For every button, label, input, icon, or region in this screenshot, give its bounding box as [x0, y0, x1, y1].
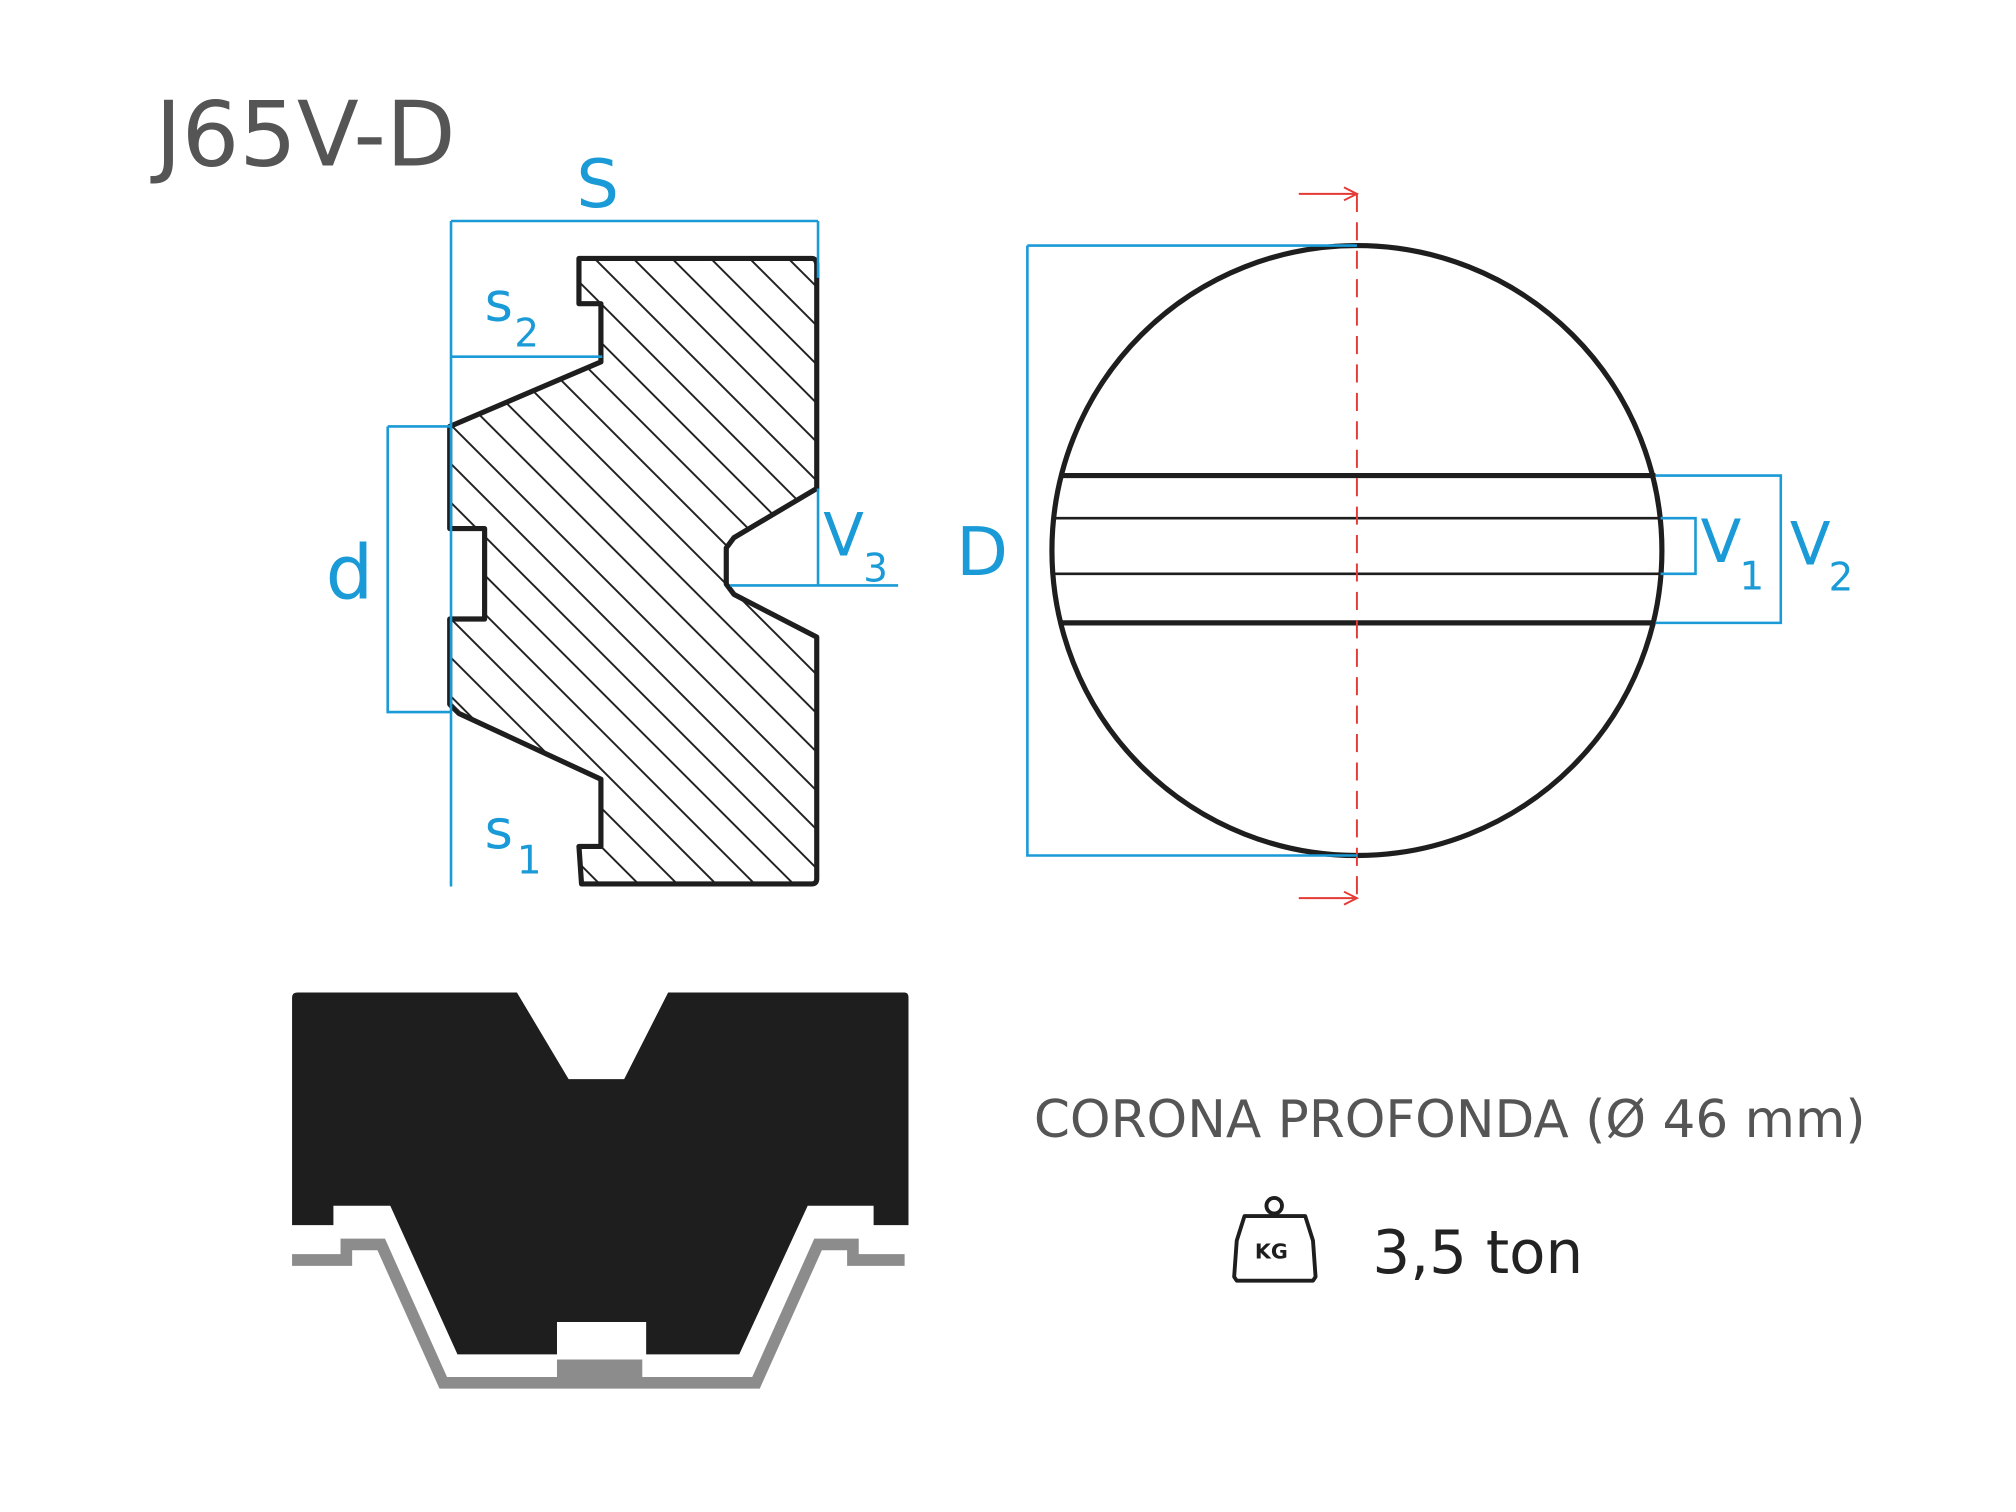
label-S: S — [576, 145, 619, 223]
hatch-line — [449, 258, 712, 884]
hatch-line — [449, 258, 817, 884]
capacity-value: 3,5 ton — [1372, 1219, 1583, 1288]
hatch-line — [1318, 246, 1990, 918]
label-V1-sub: 1 — [1739, 554, 1764, 599]
hatch-line — [503, 258, 817, 884]
label-d: d — [326, 528, 374, 616]
label-V1: V — [1701, 508, 1742, 577]
label-s1-sub: 1 — [517, 839, 542, 884]
hatch-line — [449, 258, 817, 884]
label-s1: s — [485, 798, 513, 861]
hatch-line — [449, 258, 817, 884]
weight-kg-icon: KG — [1232, 1196, 1318, 1283]
hatch-line — [1008, 246, 1680, 918]
hatch-line — [697, 258, 817, 884]
hatch-line — [449, 258, 817, 884]
hatch-line — [969, 246, 1641, 918]
hatch-line — [449, 258, 751, 884]
hatch-line — [853, 246, 1525, 918]
hatch-line — [1163, 246, 1835, 918]
hatch-line — [542, 258, 817, 884]
hatch-line — [813, 258, 817, 884]
assembly-view — [292, 992, 909, 1389]
hatch-line — [1047, 246, 1719, 918]
section-arrows — [1298, 186, 1360, 906]
label-D: D — [956, 513, 1008, 591]
hatch-line — [1202, 246, 1874, 918]
hatch-line — [735, 258, 817, 884]
label-V2: V — [1790, 511, 1831, 580]
product-title: J65V-D — [150, 82, 456, 187]
label-V3: V — [823, 502, 864, 571]
hatch-line — [449, 258, 817, 884]
label-s2-sub: 2 — [514, 311, 539, 356]
hatch-line — [580, 258, 817, 884]
hatch-line — [1124, 246, 1796, 918]
top-view: D V 1 V 2 — [956, 186, 1854, 906]
hatch-line — [464, 258, 817, 884]
hatch-line — [658, 258, 817, 884]
hatch-line — [619, 258, 817, 884]
label-V3-sub: 3 — [863, 547, 888, 592]
section-dimensions: S s 2 d V 3 s 1 — [326, 145, 899, 887]
label-s2: s — [485, 270, 513, 333]
svg-text:KG: KG — [1255, 1240, 1288, 1264]
label-V2-sub: 2 — [1829, 556, 1854, 601]
hatch-line — [1241, 246, 1913, 918]
hatch-line — [449, 258, 817, 884]
hatch-line — [1086, 246, 1758, 918]
description-text: CORONA PROFONDA (Ø 46 mm) — [1034, 1090, 1866, 1150]
